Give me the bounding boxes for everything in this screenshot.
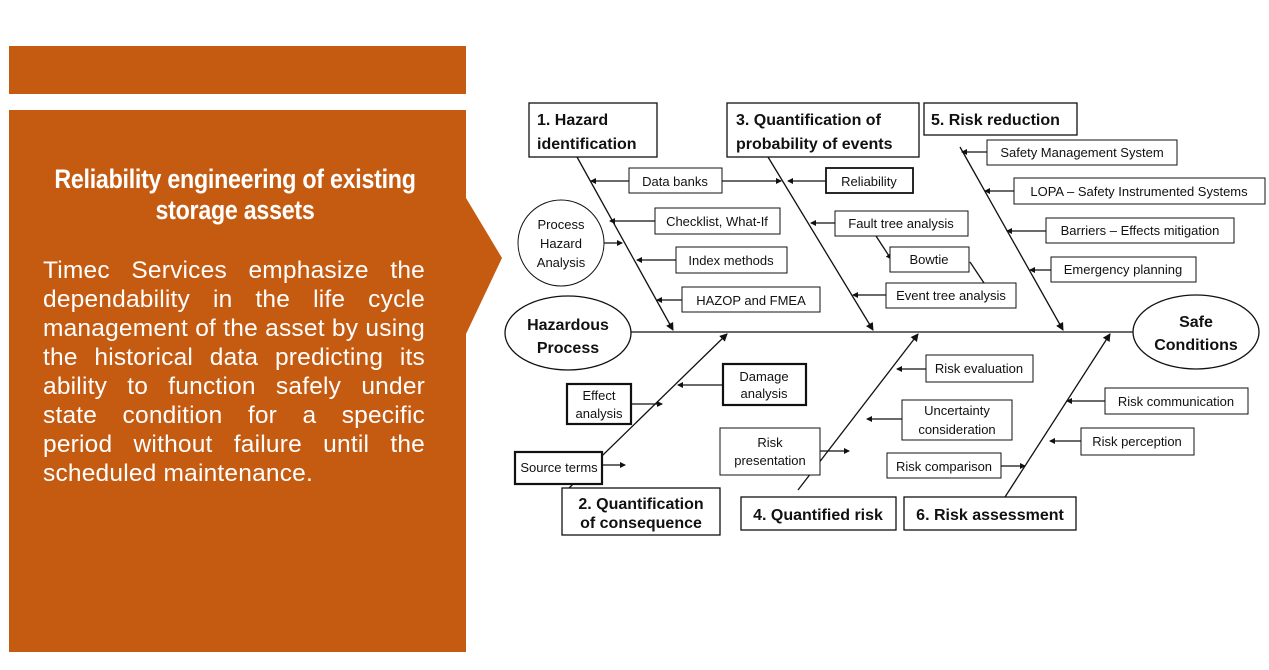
header-bar <box>9 46 466 94</box>
bone-6-line <box>1004 333 1111 498</box>
item-risk-presentation-2: presentation <box>734 453 806 468</box>
bone-6-label: 6. Risk assessment <box>916 507 1064 524</box>
text-panel <box>9 110 502 652</box>
item-emergency: Emergency planning <box>1064 262 1183 277</box>
bone-1-label-2: identification <box>537 136 637 153</box>
item-barriers: Barriers – Effects mitigation <box>1061 223 1220 238</box>
item-reliability: Reliability <box>841 174 897 189</box>
item-data-banks: Data banks <box>642 174 708 189</box>
start-label-2: Process <box>537 340 599 357</box>
item-risk-perception: Risk perception <box>1092 434 1182 449</box>
end-label-2: Conditions <box>1154 337 1238 354</box>
item-risk-communication: Risk communication <box>1118 394 1234 409</box>
slide-title: Reliability engineering of existing stor… <box>54 164 416 225</box>
item-effect-2: analysis <box>576 406 623 421</box>
bone-3-line <box>767 156 874 331</box>
item-pha-3: Analysis <box>537 255 586 270</box>
item-source-terms: Source terms <box>520 460 598 475</box>
pha-circle <box>517 199 605 287</box>
safe-conditions-ellipse <box>1132 294 1260 370</box>
item-risk-evaluation: Risk evaluation <box>935 361 1023 376</box>
bone-1-label-1: 1. Hazard <box>537 112 608 129</box>
item-lopa: LOPA – Safety Instrumented Systems <box>1030 184 1248 199</box>
bone-4-label: 4. Quantified risk <box>753 507 883 524</box>
item-event-tree: Event tree analysis <box>896 288 1006 303</box>
item-fault-tree: Fault tree analysis <box>848 216 954 231</box>
slide-body: Timec Services emphasize the dependabili… <box>43 257 425 487</box>
start-label-1: Hazardous <box>527 317 609 334</box>
end-label-1: Safe <box>1179 314 1213 331</box>
bone-3-label-1: 3. Quantification of <box>736 112 882 129</box>
bone-5-line <box>959 146 1064 331</box>
bone-2-label-2: of consequence <box>580 515 702 532</box>
item-hazop: HAZOP and FMEA <box>696 293 806 308</box>
item-damage-2: analysis <box>741 386 788 401</box>
bone-3-label-2: probability of events <box>736 136 893 153</box>
item-sms: Safety Management System <box>1000 145 1163 160</box>
hazardous-process-ellipse <box>504 295 632 371</box>
item-effect-1: Effect <box>582 388 615 403</box>
bone-2-label-1: 2. Quantification <box>578 496 703 513</box>
item-pha-1: Process <box>538 217 585 232</box>
item-uncertainty-1: Uncertainty <box>924 403 990 418</box>
panel-arrow-shape <box>9 110 502 652</box>
item-uncertainty-2: consideration <box>918 422 995 437</box>
item-risk-presentation-1: Risk <box>757 435 783 450</box>
item-risk-comparison: Risk comparison <box>896 459 992 474</box>
item-bowtie: Bowtie <box>909 252 948 267</box>
item-checklist: Checklist, What-If <box>666 214 768 229</box>
item-pha-2: Hazard <box>540 236 582 251</box>
item-index-methods: Index methods <box>688 253 774 268</box>
bone-5-label: 5. Risk reduction <box>931 112 1060 129</box>
item-damage-1: Damage <box>739 369 788 384</box>
